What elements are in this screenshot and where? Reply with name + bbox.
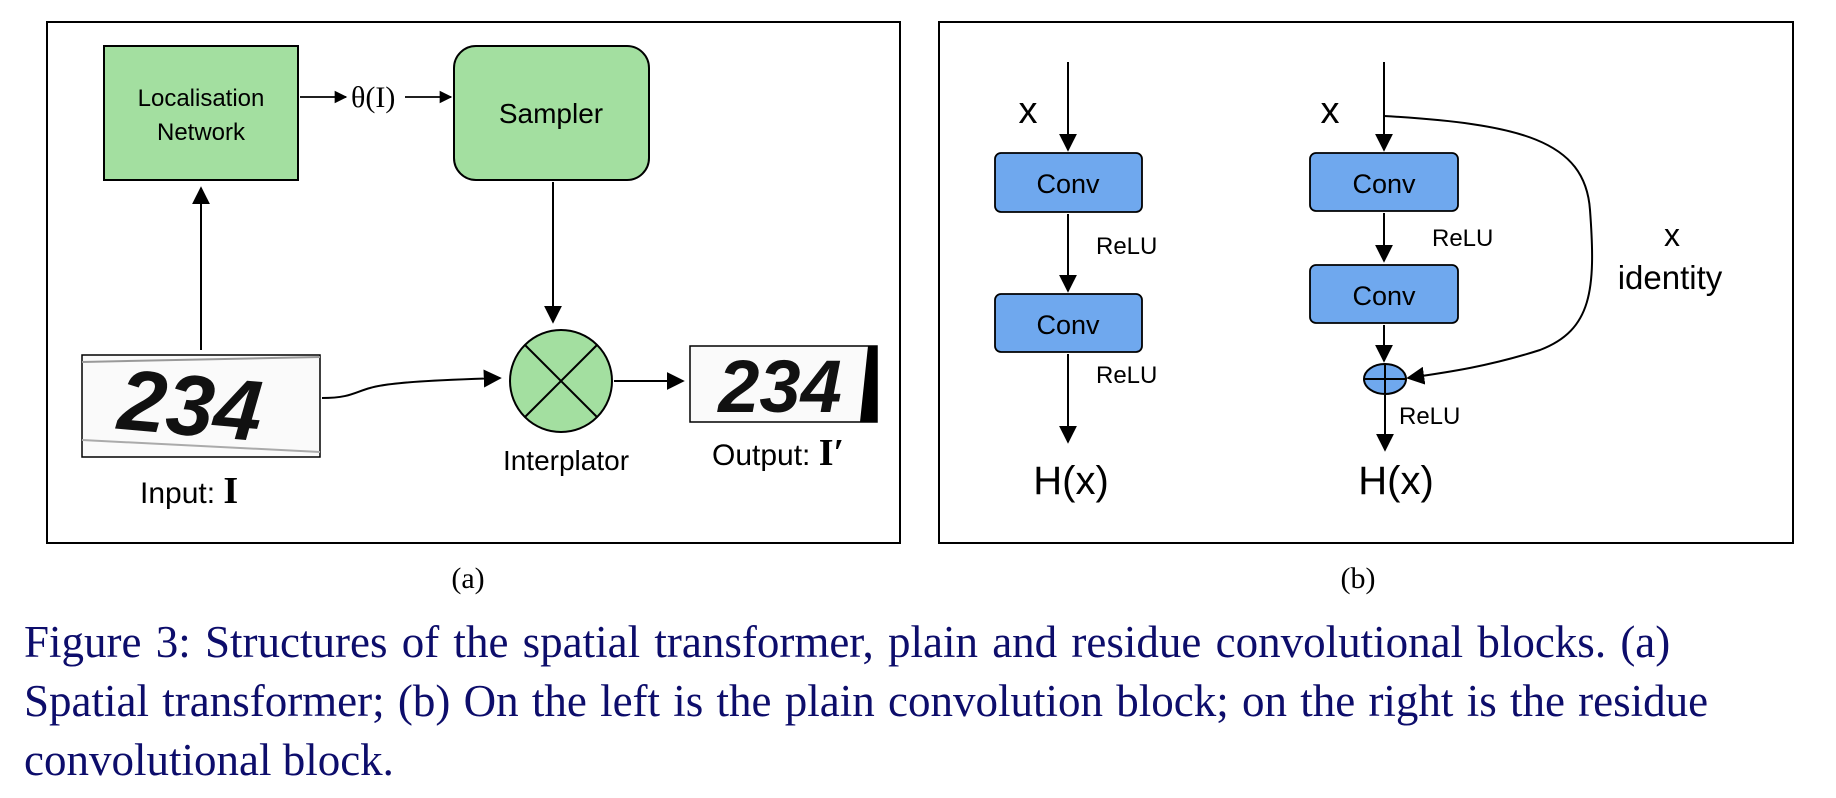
output-image-digits: 234 xyxy=(716,345,841,428)
localisation-label-line1: Localisation xyxy=(138,85,265,112)
input-image: 234 xyxy=(81,352,321,460)
residual-relu1-label: ReLU xyxy=(1432,225,1493,252)
localisation-network-box xyxy=(103,45,299,181)
theta-label: θ(I) xyxy=(351,81,395,114)
plain-conv1-label: Conv xyxy=(1036,169,1100,199)
output-image: 234 xyxy=(689,345,878,428)
caption-line-3: convolutional block. xyxy=(24,735,394,785)
input-label-text: Input: xyxy=(140,477,223,510)
caption-line-1: Figure 3: Structures of the spatial tran… xyxy=(24,617,1671,667)
residual-conv2-label: Conv xyxy=(1352,281,1416,311)
plain-conv2-label: Conv xyxy=(1036,310,1100,340)
input-label: Input: I xyxy=(140,470,238,512)
plain-output: H(x) xyxy=(1033,459,1109,503)
output-label-text: Output: xyxy=(712,439,819,472)
caption-line-2: Spatial transformer; (b) On the left is … xyxy=(24,676,1709,726)
sum-node-icon xyxy=(1363,363,1407,395)
interpolator-label: Interplator xyxy=(503,445,629,476)
figure-3: Localisation Network θ(I) Sampler 234 In… xyxy=(46,21,1794,595)
output-label-symbol: I′ xyxy=(819,432,844,474)
sampler-label: Sampler xyxy=(499,98,603,129)
residual-input-x: x xyxy=(1321,90,1340,132)
plain-relu1-label: ReLU xyxy=(1096,233,1157,260)
residual-relu2-label: ReLU xyxy=(1399,403,1460,430)
plain-relu2-label: ReLU xyxy=(1096,362,1157,389)
residual-conv1-label: Conv xyxy=(1352,169,1416,199)
input-image-digits: 234 xyxy=(113,352,266,460)
plain-conv2-box xyxy=(994,293,1143,353)
plain-input-x: x xyxy=(1019,90,1038,132)
figure-caption: Figure 3: Structures of the spatial tran… xyxy=(24,613,1824,790)
residual-block: x Conv ReLU Conv ReLU H(x) x identity xyxy=(1309,62,1723,503)
identity-skip-arrow xyxy=(1383,115,1594,385)
panel-a-frame xyxy=(46,21,901,544)
sampler-box xyxy=(453,45,650,181)
residual-output: H(x) xyxy=(1358,459,1434,503)
panel-a: Localisation Network θ(I) Sampler 234 In… xyxy=(46,21,901,595)
plain-conv1-box xyxy=(994,152,1143,213)
interpolator-node xyxy=(509,329,613,433)
skip-label-x: x xyxy=(1664,217,1680,253)
panel-b-sublabel: (b) xyxy=(1341,562,1376,595)
panel-a-sublabel: (a) xyxy=(451,562,484,595)
skip-label-identity: identity xyxy=(1618,259,1723,296)
localisation-label-line2: Network xyxy=(157,119,246,146)
panel-b-frame xyxy=(938,21,1794,544)
input-label-symbol: I xyxy=(223,470,238,512)
panel-b: x Conv ReLU Conv ReLU H(x) x Conv ReLU C… xyxy=(938,21,1794,595)
residual-conv2-box xyxy=(1309,264,1459,324)
arrow-input-to-interpolator xyxy=(321,369,502,399)
residual-conv1-box xyxy=(1309,152,1459,212)
plain-block: x Conv ReLU Conv ReLU H(x) xyxy=(994,62,1157,503)
output-label: Output: I′ xyxy=(712,432,844,474)
